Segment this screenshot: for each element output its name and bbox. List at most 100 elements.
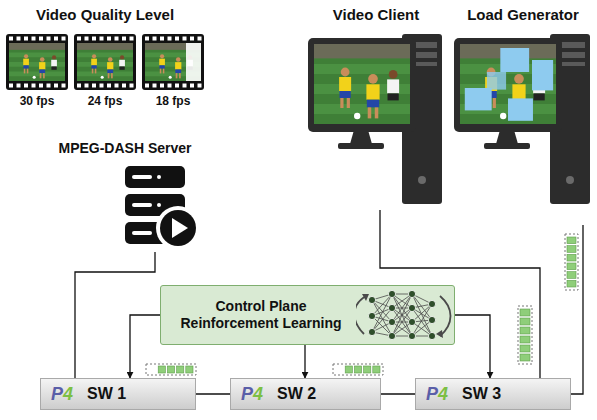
icon-rect bbox=[160, 84, 164, 88]
icon-rect bbox=[534, 93, 545, 100]
icon-rect bbox=[108, 73, 110, 78]
icon-rect bbox=[77, 37, 81, 41]
icon-rect bbox=[9, 53, 65, 58]
icon-svg bbox=[50, 166, 200, 252]
fps-label: 30 fps bbox=[6, 94, 68, 108]
icon-circle bbox=[408, 318, 415, 325]
icon-rect bbox=[340, 98, 343, 108]
packet bbox=[567, 280, 576, 287]
icon-circle bbox=[176, 57, 181, 62]
icon-path bbox=[350, 130, 372, 144]
icon-line bbox=[392, 294, 412, 336]
icon-rect bbox=[160, 69, 162, 74]
icon-rect bbox=[153, 37, 157, 41]
icon-rect bbox=[132, 175, 152, 179]
icon-rect bbox=[107, 62, 113, 69]
icon-path bbox=[362, 294, 369, 301]
icon-rect bbox=[465, 88, 492, 110]
icon-rect bbox=[367, 100, 379, 108]
icon-circle bbox=[169, 76, 172, 79]
icon-svg bbox=[306, 30, 446, 210]
icon-rect bbox=[314, 44, 410, 58]
packet-queue bbox=[565, 234, 578, 290]
icon-rect bbox=[107, 69, 113, 73]
icon-svg bbox=[142, 34, 204, 90]
icon-rect bbox=[107, 37, 111, 41]
control-plane-box: Control Plane Reinforcement Learning bbox=[160, 285, 455, 345]
icon-rect bbox=[132, 203, 152, 207]
icon-circle bbox=[368, 312, 375, 319]
icon-rect bbox=[454, 38, 562, 132]
icon-rect bbox=[119, 66, 124, 69]
packet bbox=[520, 336, 530, 343]
icon-rect bbox=[132, 231, 152, 235]
icon-rect bbox=[375, 107, 379, 118]
load-generator: Load Generator bbox=[452, 2, 594, 225]
packet bbox=[520, 354, 530, 361]
video-frame: 30 fps bbox=[6, 34, 68, 114]
icon-circle bbox=[101, 76, 104, 79]
icon-rect bbox=[119, 60, 125, 67]
icon-rect bbox=[145, 84, 149, 88]
icon-circle bbox=[368, 296, 375, 303]
icon-circle bbox=[92, 54, 96, 58]
packet bbox=[177, 366, 184, 373]
icon-rect bbox=[130, 37, 134, 41]
icon-circle bbox=[408, 304, 415, 311]
switch-name: SW 2 bbox=[277, 385, 316, 403]
packet bbox=[520, 309, 530, 316]
icon-rect bbox=[366, 84, 379, 99]
icon-circle bbox=[408, 290, 415, 297]
icon-rect bbox=[100, 84, 104, 88]
icon-rect bbox=[338, 143, 384, 149]
icon-rect bbox=[500, 48, 529, 72]
p4-logo: P4 bbox=[51, 384, 73, 405]
icon-rect bbox=[347, 98, 350, 108]
icon-circle bbox=[428, 316, 435, 323]
video-frame: 24 fps bbox=[74, 34, 136, 114]
packet bbox=[373, 366, 380, 373]
icon-rect bbox=[159, 65, 164, 68]
icon-rect bbox=[340, 91, 351, 98]
icon-rect bbox=[130, 84, 134, 88]
icon-circle bbox=[156, 206, 200, 250]
icon-circle bbox=[418, 176, 426, 184]
packet bbox=[567, 263, 576, 270]
icon-rect bbox=[100, 37, 104, 41]
video-frame: 18 fps bbox=[142, 34, 204, 114]
icon-rect bbox=[175, 62, 181, 69]
icon-rect bbox=[175, 84, 179, 88]
packet bbox=[567, 272, 576, 279]
icon-rect bbox=[508, 98, 533, 120]
icon-circle bbox=[160, 54, 164, 58]
icon-rect bbox=[77, 72, 133, 77]
connector bbox=[380, 210, 540, 378]
icon-rect bbox=[23, 65, 28, 68]
icon-rect bbox=[39, 62, 45, 69]
icon-circle bbox=[341, 68, 350, 77]
icon-rect bbox=[198, 37, 202, 41]
icon-rect bbox=[92, 84, 96, 88]
dash-server: MPEG-DASH Server bbox=[50, 140, 200, 252]
icon-circle bbox=[354, 113, 360, 119]
connector bbox=[304, 345, 305, 378]
icon-rect bbox=[512, 84, 525, 99]
icon-rect bbox=[47, 37, 51, 41]
icon-circle bbox=[388, 318, 395, 325]
icon-circle bbox=[33, 76, 36, 79]
icon-path bbox=[440, 296, 451, 336]
icon-rect bbox=[9, 72, 65, 77]
icon-rect bbox=[91, 65, 96, 68]
packet bbox=[567, 237, 576, 244]
icon-rect bbox=[339, 77, 351, 91]
icon-circle bbox=[120, 55, 124, 59]
icon-rect bbox=[125, 166, 185, 188]
icon-circle bbox=[108, 57, 113, 62]
video-client: Video Client bbox=[306, 2, 446, 210]
icon-rect bbox=[190, 84, 194, 88]
icon-rect bbox=[179, 73, 181, 78]
icon-g bbox=[39, 57, 45, 78]
queue-outline bbox=[518, 306, 532, 364]
icon-circle bbox=[428, 332, 435, 339]
queue-outline bbox=[333, 364, 383, 375]
